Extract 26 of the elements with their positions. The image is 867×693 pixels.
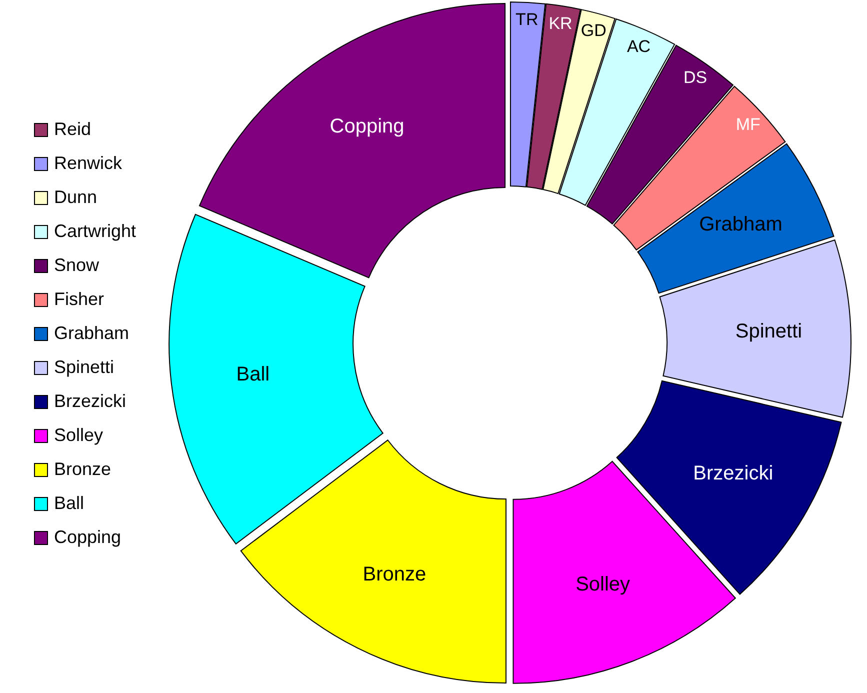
legend-label: Brzezicki xyxy=(54,391,126,412)
slice-label: KR xyxy=(548,14,572,34)
slice-label: TR xyxy=(516,10,538,30)
slice-label: MF xyxy=(736,114,760,135)
legend-label: Solley xyxy=(54,425,104,446)
slice-label: Solley xyxy=(576,573,630,596)
legend-label: Renwick xyxy=(54,153,122,174)
slice-label: Brzezicki xyxy=(693,462,774,486)
legend-label: Dunn xyxy=(54,187,98,208)
legend-label: Snow xyxy=(54,255,100,276)
slice-label: Grabham xyxy=(699,214,782,237)
legend-label: Reid xyxy=(54,119,92,140)
slice-label: Ball xyxy=(236,363,270,386)
slice-label: Bronze xyxy=(362,563,426,586)
slice-label: AC xyxy=(626,36,651,57)
legend-label: Bronze xyxy=(54,459,112,480)
legend-label: Grabham xyxy=(54,323,130,344)
slice-label: Spinetti xyxy=(735,320,802,344)
legend-label: Spinetti xyxy=(54,357,114,378)
legend-label: Ball xyxy=(54,493,84,514)
slice-label: GD xyxy=(580,21,606,41)
slice-label: DS xyxy=(683,68,708,88)
legend-label: Copping xyxy=(54,527,122,548)
slice-label: Copping xyxy=(330,116,404,139)
legend-label: Fisher xyxy=(54,289,104,310)
legend-label: Cartwright xyxy=(54,221,136,242)
